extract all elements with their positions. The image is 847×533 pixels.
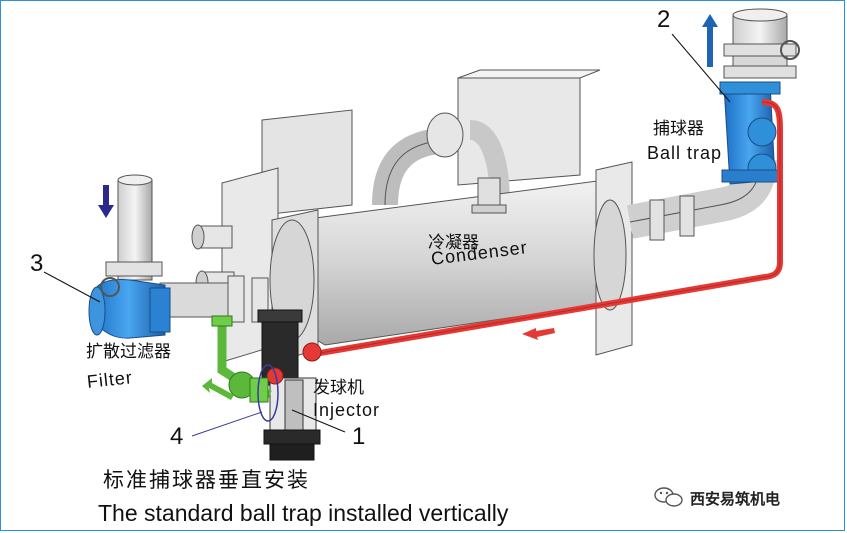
label-number-3: 3 <box>30 250 44 277</box>
caption-zh: 标准捕球器垂直安装 <box>103 468 310 492</box>
inlet-pipe <box>159 275 269 323</box>
leader-line-2 <box>671 33 731 103</box>
leader-line-4 <box>191 411 263 437</box>
caption-en: The standard ball trap installed vertica… <box>98 500 509 526</box>
ball-trap-label-en: Ball trap <box>647 143 723 163</box>
up-arrow-icon <box>702 14 718 67</box>
filter-label-zh: 扩散过滤器 <box>86 342 171 362</box>
ball-trap <box>719 8 800 185</box>
watermark: 西安易筑机电 <box>690 490 781 508</box>
injector-label-zh: 发球机 <box>313 378 364 398</box>
leader-line-3 <box>43 271 101 303</box>
ball-trap-label-zh: 捕球器 <box>653 119 704 139</box>
leader-line-1 <box>291 409 346 433</box>
green-arrow-icon <box>202 378 234 400</box>
down-arrow-icon <box>98 185 114 218</box>
injector-label-en: Injector <box>313 400 381 420</box>
injector <box>257 309 322 461</box>
label-number-4: 4 <box>170 423 184 450</box>
label-number-2: 2 <box>657 6 671 33</box>
flow-arrow-left-icon <box>522 328 555 340</box>
filter-label-en: Filter <box>85 367 134 392</box>
condenser-label-zh: 冷凝器 <box>428 233 479 253</box>
label-number-1: 1 <box>352 423 366 450</box>
return-pipe <box>319 99 783 356</box>
wechat-icon <box>654 487 683 507</box>
diffusion-filter <box>88 174 171 339</box>
item-4-marker <box>257 364 279 422</box>
